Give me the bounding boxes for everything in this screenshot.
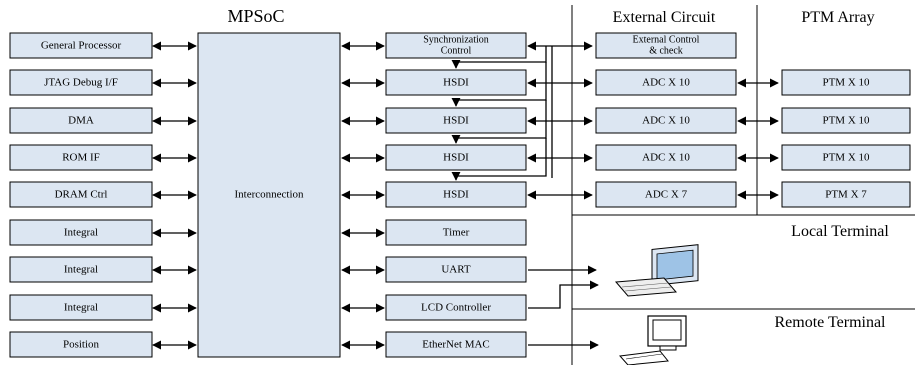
- adc-label-4: ADC X 7: [645, 189, 688, 201]
- hsdi-label-1: HSDI: [443, 77, 469, 89]
- position-box: [9, 331, 153, 358]
- ptm-box-4: [781, 181, 911, 208]
- interconnection-label: Interconnection: [234, 189, 304, 201]
- hsdi-label-2: HSDI: [443, 115, 469, 127]
- timer-label: Timer: [443, 227, 470, 239]
- integral-label-3: Integral: [64, 302, 98, 314]
- external-control-box: [595, 32, 737, 59]
- remote-terminal-heading: Remote Terminal: [775, 314, 887, 331]
- general-processor-box: [9, 32, 153, 59]
- adc-box-2: [595, 107, 737, 134]
- ethernet-mac-label: EtherNet MAC: [422, 339, 490, 351]
- adc-ptm-arrows: [737, 78, 779, 200]
- adc-box-4: [595, 181, 737, 208]
- dram-ctrl-label: DRAM Ctrl: [55, 189, 108, 201]
- interconnection-block: [197, 32, 341, 358]
- left-arrows: [152, 41, 197, 350]
- sync-control-label-1: Synchronization: [423, 34, 489, 45]
- adc-box-1: [595, 69, 737, 96]
- ethernet-mac-box: [385, 331, 527, 358]
- timer-box: [385, 219, 527, 246]
- jtag-debug-label: JTAG Debug I/F: [44, 77, 118, 89]
- ptm-box-3: [781, 144, 911, 171]
- integral-box-3: [9, 294, 153, 321]
- external-circuit-column: External Control & check ADC X 10 ADC X …: [595, 32, 737, 208]
- integral-label-1: Integral: [64, 227, 98, 239]
- jtag-debug-box: [9, 69, 153, 96]
- hsdi-box-4: [385, 181, 527, 208]
- rom-if-box: [9, 144, 153, 171]
- ptm-array-column: PTM X 10 PTM X 10 PTM X 10 PTM X 7: [781, 69, 911, 208]
- interconnect-right-arrows: [341, 41, 385, 350]
- uart-box: [385, 256, 527, 283]
- ptm-label-2: PTM X 10: [822, 115, 870, 127]
- external-control-label-2: & check: [649, 45, 683, 56]
- hsdi-box-3: [385, 144, 527, 171]
- lcd-controller-box: [385, 294, 527, 321]
- hsdi-label-3: HSDI: [443, 152, 469, 164]
- uart-label: UART: [441, 264, 471, 276]
- ptm-label-3: PTM X 10: [822, 152, 870, 164]
- sync-control-label-2: Control: [441, 45, 472, 56]
- hsdi-box-2: [385, 107, 527, 134]
- mpsoc-heading: MPSoC: [227, 6, 284, 26]
- dram-ctrl-box: [9, 181, 153, 208]
- left-column: General Processor JTAG Debug I/F DMA ROM…: [9, 32, 153, 358]
- ptm-box-2: [781, 107, 911, 134]
- local-terminal-heading: Local Terminal: [791, 223, 889, 240]
- integral-label-2: Integral: [64, 264, 98, 276]
- external-control-label-1: External Control: [633, 34, 700, 45]
- adc-box-3: [595, 144, 737, 171]
- integral-box-1: [9, 219, 153, 246]
- integral-box-2: [9, 256, 153, 283]
- position-label: Position: [63, 339, 100, 351]
- external-circuit-heading: External Circuit: [613, 9, 716, 26]
- lcd-controller-label: LCD Controller: [421, 302, 491, 314]
- rom-if-label: ROM IF: [62, 152, 100, 164]
- terminal-connections: [528, 265, 599, 350]
- hsdi-box-1: [385, 69, 527, 96]
- ptm-label-4: PTM X 7: [825, 189, 867, 201]
- general-processor-label: General Processor: [41, 40, 122, 52]
- monitor-keyboard-icon: [614, 244, 699, 297]
- ptm-label-1: PTM X 10: [822, 77, 870, 89]
- ptm-box-1: [781, 69, 911, 96]
- hsdi-adc-arrows: [527, 78, 593, 200]
- hsdi-label-4: HSDI: [443, 189, 469, 201]
- adc-label-1: ADC X 10: [642, 77, 690, 89]
- middle-column: Synchronization Control HSDI HSDI HSDI H…: [385, 32, 527, 358]
- adc-label-3: ADC X 10: [642, 152, 690, 164]
- adc-label-2: ADC X 10: [642, 115, 690, 127]
- desktop-computer-icon: [618, 315, 687, 365]
- sync-control-box: [385, 32, 527, 59]
- dma-label: DMA: [68, 115, 94, 127]
- dma-box: [9, 107, 153, 134]
- ptm-array-heading: PTM Array: [801, 9, 874, 26]
